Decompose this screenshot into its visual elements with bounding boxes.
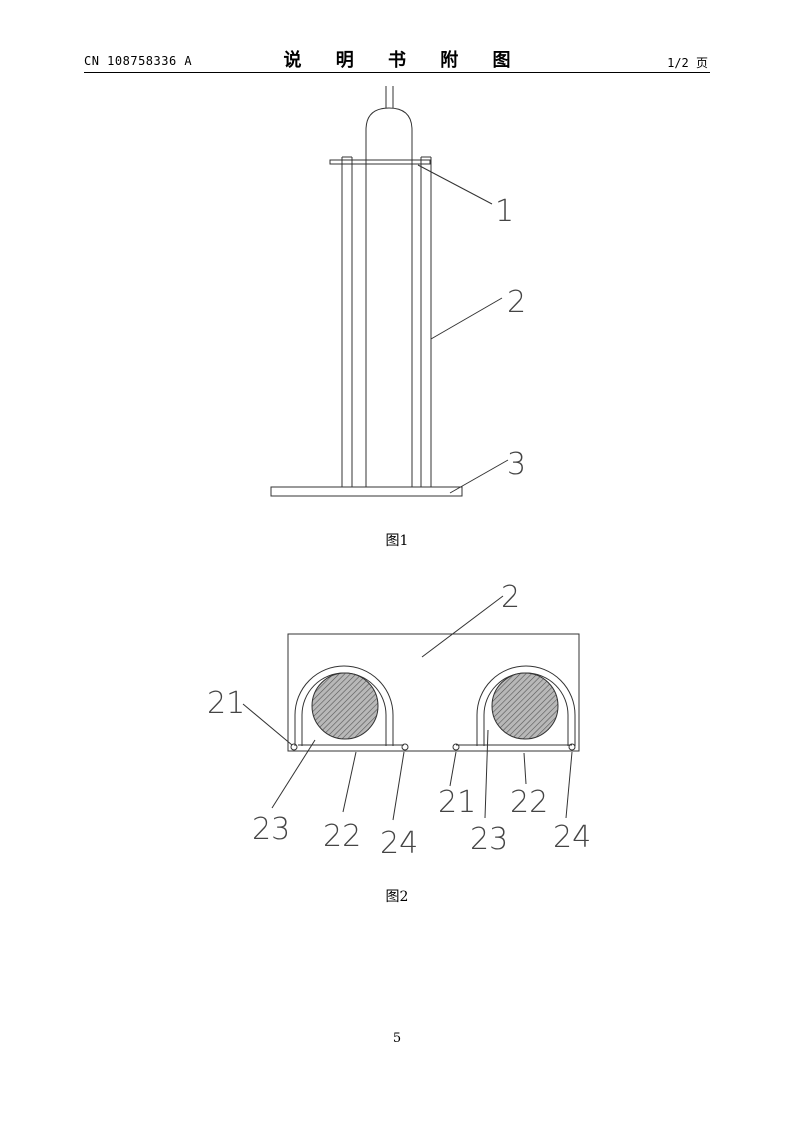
section-title: 说 明 书 附 图 [283,50,525,71]
fig2-label-2: 2 [501,580,520,615]
fig2-label-23-left: 23 [252,812,290,847]
fig2-label-22-right: 22 [510,785,548,820]
page-number: 5 [392,1031,402,1046]
fig2-label-24-right: 24 [553,820,591,855]
page-info: 1/2 页 [667,56,708,70]
fig2-label-21-left: 21 [207,686,245,721]
document-number: CN 108758336 A [84,54,193,68]
fig1-label-3: 3 [507,447,526,482]
fig2-label-21-right: 21 [438,785,476,820]
fig1-label-1: 1 [495,194,514,229]
figure-1-caption: 图1 [385,533,409,549]
figure-2-caption: 图2 [385,889,409,905]
fig2-label-24-left: 24 [380,826,418,861]
fig1-label-2: 2 [507,285,526,320]
fig2-label-22-left: 22 [323,819,361,854]
fig2-label-23-right: 23 [470,822,508,857]
header-divider [84,72,710,73]
